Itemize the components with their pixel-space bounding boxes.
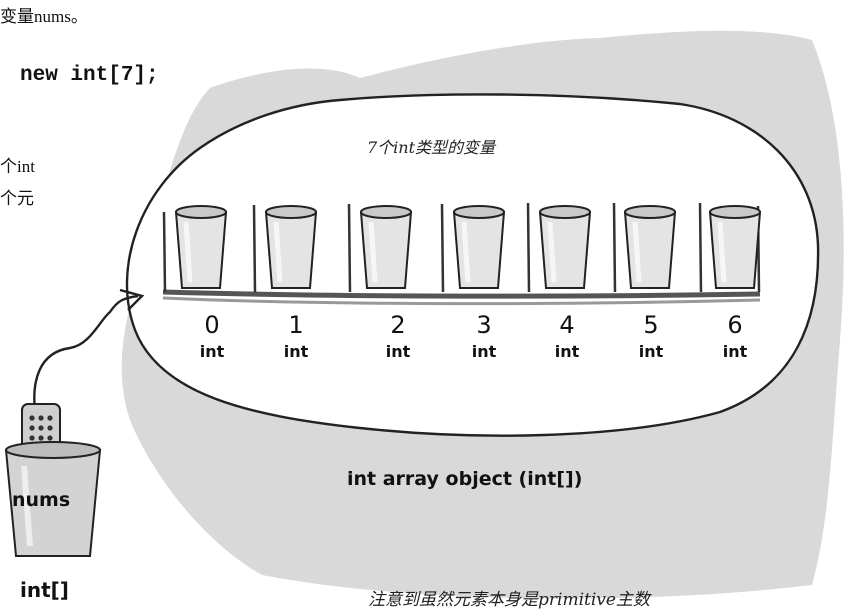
slot-cup-icon xyxy=(452,205,506,289)
slot-cup-icon xyxy=(359,205,413,289)
slot-index-label: 6 xyxy=(727,311,743,339)
slot-index-label: 0 xyxy=(204,311,220,339)
reference-arrow xyxy=(33,294,139,419)
slot-type-label: int xyxy=(283,342,309,361)
arrow-icon xyxy=(119,288,145,311)
code-line: new int[7]; xyxy=(20,64,159,87)
cup-icon xyxy=(4,441,102,557)
left-text-line-2: 个元 xyxy=(0,189,34,208)
slot-cup-icon xyxy=(174,205,228,289)
slot-type-label: int xyxy=(385,342,411,361)
slot-index-label: 1 xyxy=(288,311,304,339)
reference-cup xyxy=(4,403,102,557)
slot-type-label: int xyxy=(471,342,497,361)
slot-cup-icon xyxy=(264,205,318,289)
reference-variable-name: nums xyxy=(12,489,71,511)
slot-type-label: int xyxy=(554,342,580,361)
slot-index-label: 3 xyxy=(476,311,492,339)
object-label: int array object (int[]) xyxy=(347,468,583,490)
slot-dividers xyxy=(162,202,761,293)
bottom-note: 注意到虽然元素本身是primitive主数 xyxy=(368,590,650,610)
slot-cup-icon xyxy=(708,205,762,289)
slot-index-label: 2 xyxy=(390,311,406,339)
slot-type-label: int xyxy=(199,342,225,361)
slot-index-label: 4 xyxy=(559,311,575,339)
slot-type-label: int xyxy=(722,342,748,361)
left-text-line-1: 个int xyxy=(0,157,35,176)
slot-cup-icon xyxy=(538,205,592,289)
slot-index-label: 5 xyxy=(643,311,659,339)
array-shelf xyxy=(162,289,761,299)
reference-type-label: int[] xyxy=(20,578,69,602)
slot-type-label: int xyxy=(638,342,664,361)
slot-cup-icon xyxy=(623,205,677,289)
blob-title: 7个int类型的变量 xyxy=(367,138,496,157)
top-left-text: 变量nums。 xyxy=(0,7,88,26)
